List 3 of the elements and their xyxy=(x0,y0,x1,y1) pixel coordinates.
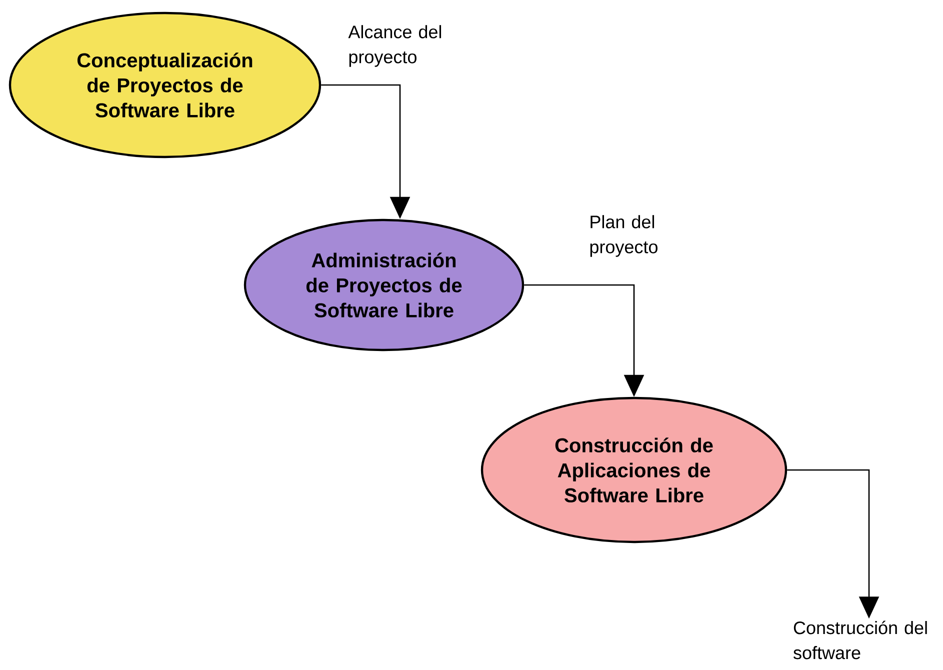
output-text: Construcción del software xyxy=(794,620,927,660)
edge-label: Plan del proyecto xyxy=(590,215,658,257)
edge-label: Alcance del proyecto xyxy=(348,25,442,67)
